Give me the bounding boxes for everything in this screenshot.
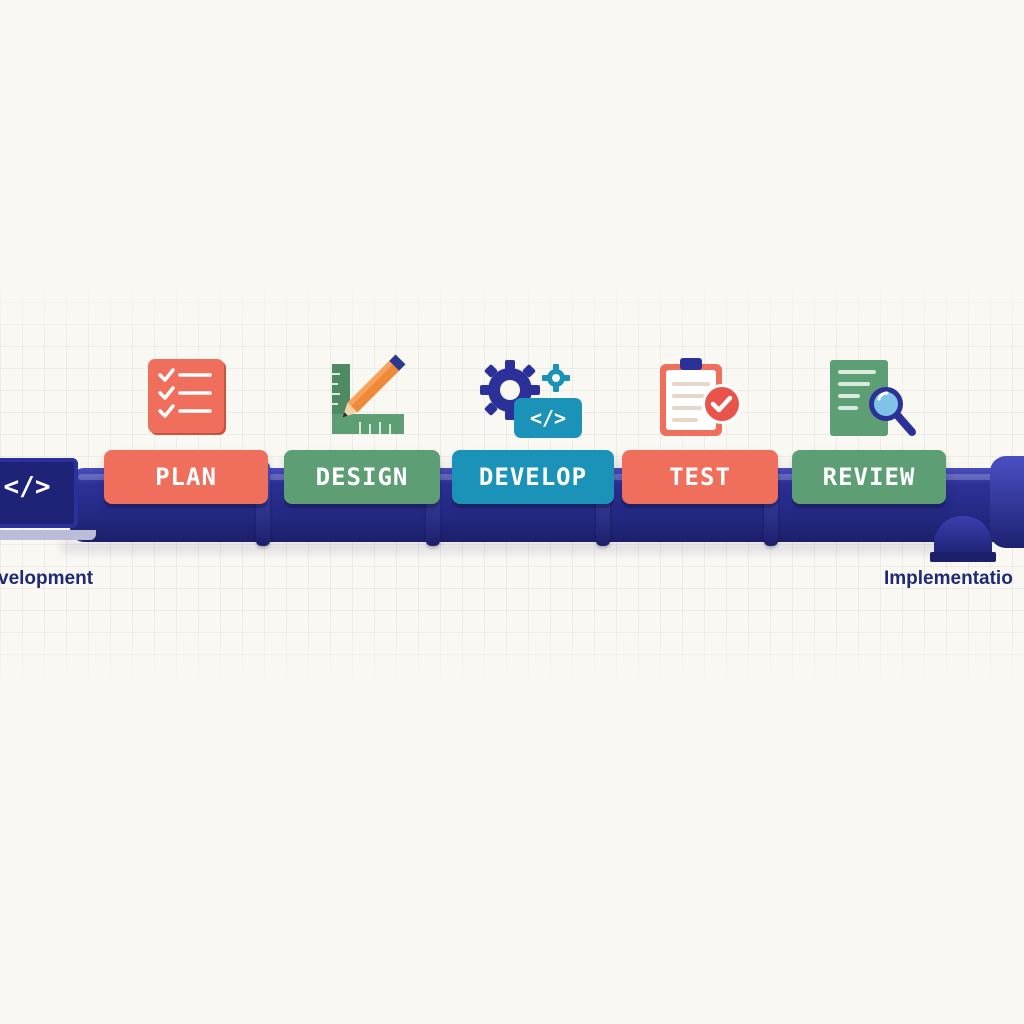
stage-test[interactable]: TEST — [622, 450, 778, 504]
code-terminal-symbol: </> — [3, 472, 51, 502]
caption-implementation: Implementatio — [884, 568, 1013, 589]
caption-development: velopment — [0, 568, 94, 589]
code-symbol: </> — [530, 406, 566, 430]
stage-plan[interactable]: PLAN — [104, 450, 268, 504]
stage-design[interactable]: DESIGN — [284, 450, 440, 504]
pipeline-shadow — [60, 540, 990, 554]
stage-label: REVIEW — [822, 463, 916, 491]
stage-review[interactable]: REVIEW — [792, 450, 946, 504]
gear-code-icon: </> — [480, 360, 582, 438]
code-terminal-base — [0, 530, 96, 540]
pencil-ruler-icon — [332, 354, 406, 434]
stage-label: DEVELOP — [478, 463, 588, 491]
stage-develop[interactable]: DEVELOP — [452, 450, 614, 504]
stage-label: PLAN — [155, 463, 217, 491]
code-terminal: </> — [0, 458, 78, 528]
checklist-icon — [148, 359, 226, 435]
stage-label: TEST — [669, 463, 731, 491]
stage-label: DESIGN — [315, 463, 409, 491]
pipe-end-cap — [990, 456, 1024, 548]
clipboard-check-icon — [660, 358, 742, 436]
pipe-outlet-base — [930, 552, 996, 562]
document-magnifier-icon — [830, 360, 916, 436]
